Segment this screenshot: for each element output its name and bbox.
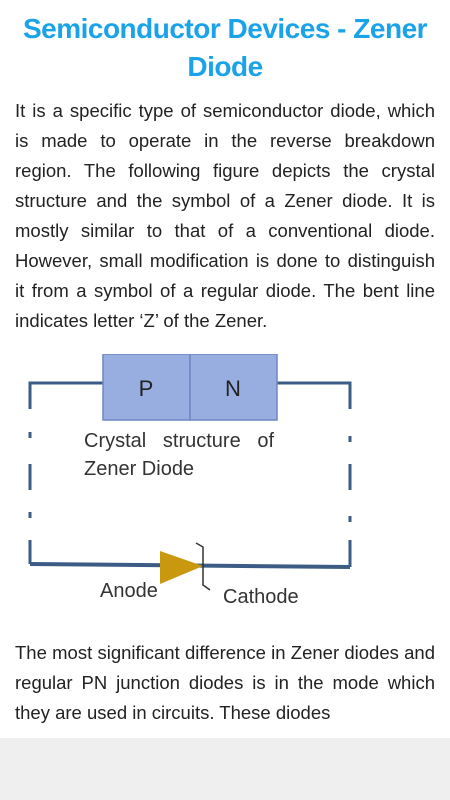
wire-right-dot-2	[348, 516, 352, 522]
n-label: N	[225, 376, 241, 401]
p-label: P	[139, 376, 154, 401]
zener-bent-bar	[195, 542, 211, 591]
zener-diode-triangle	[160, 551, 203, 584]
wire-top-right	[277, 381, 352, 409]
crystal-caption-line2: Zener Diode	[84, 458, 194, 480]
bottom-bar	[0, 738, 450, 800]
cathode-label: Cathode	[223, 586, 299, 608]
zener-diode-figure: P N Crystal structure of Zener Diode Ano…	[0, 354, 450, 624]
anode-label: Anode	[100, 580, 158, 602]
crystal-caption-line1: Crystal structure of	[84, 430, 274, 452]
n-region	[189, 354, 278, 421]
article-content: Semiconductor Devices - Zener Diode It i…	[0, 13, 450, 723]
zener-diode-diagram: P N Crystal structure of Zener Diode Ano…	[28, 354, 352, 608]
wire-left-dot-2	[28, 512, 32, 518]
intro-paragraph: It is a specific type of semiconductor d…	[15, 100, 435, 331]
page-title: Semiconductor Devices - Zener Diode	[22, 13, 428, 82]
difference-paragraph: The most significant difference in Zener…	[15, 642, 435, 723]
wire-left-dot-1	[28, 432, 32, 438]
wire-right-dot-1	[348, 436, 352, 442]
wire-top-left	[28, 381, 103, 409]
p-region	[102, 354, 191, 421]
